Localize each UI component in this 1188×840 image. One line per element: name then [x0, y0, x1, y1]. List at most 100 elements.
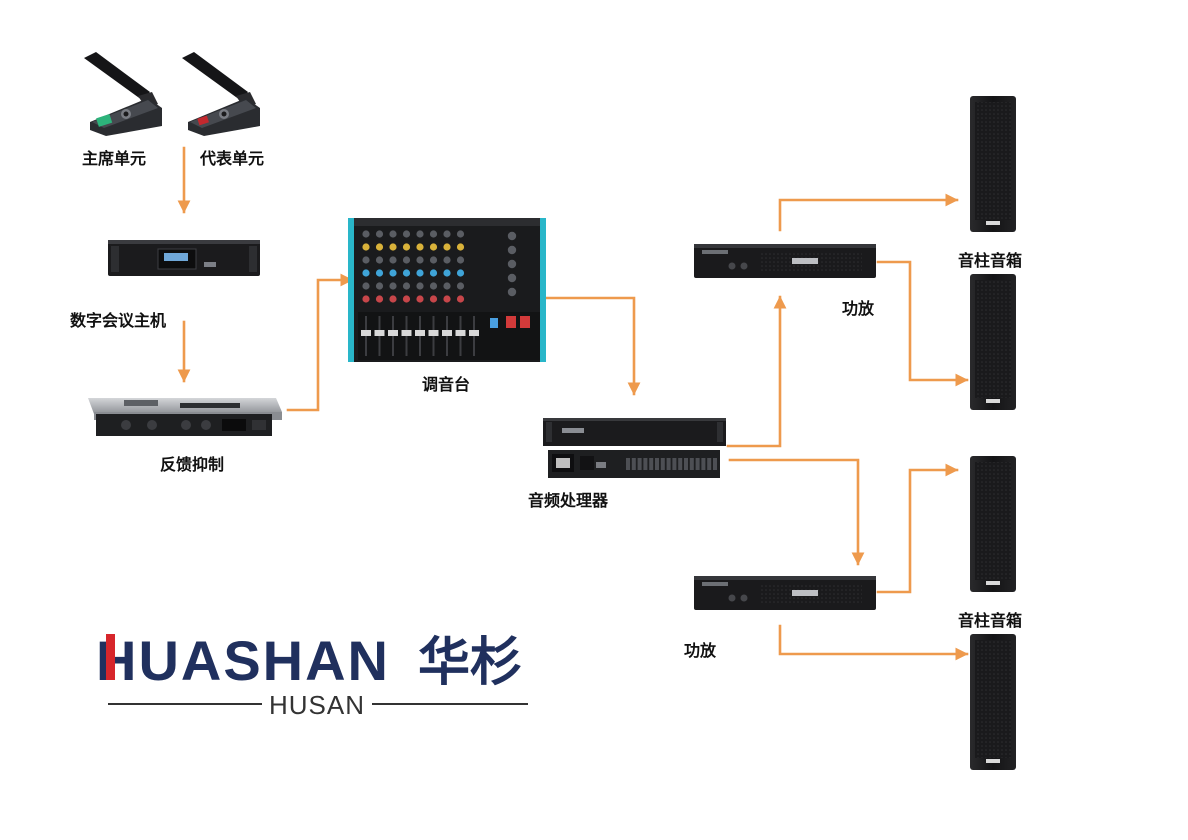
mixer-fader-cap	[455, 330, 466, 336]
label-audio-processor: 音频处理器	[528, 491, 609, 510]
label-delegate-unit: 代表单元	[199, 149, 264, 168]
mixer-knob	[429, 295, 438, 303]
wire-processor-to-amp-top	[726, 295, 787, 448]
mixer-knob	[375, 230, 384, 238]
mixer-fader-cap	[442, 330, 452, 336]
mixer-knob	[375, 243, 384, 251]
mixer-fader-cap	[415, 330, 425, 336]
mixer-knob	[456, 282, 465, 290]
processor-port	[660, 458, 665, 470]
mixer-master-knob	[507, 273, 517, 283]
mixer-knob	[402, 269, 411, 277]
processor-port	[649, 458, 654, 470]
label-chairman-unit: 主席单元	[82, 149, 146, 168]
huashan-logo: HUASHAN 华杉 HUSAN	[96, 629, 528, 720]
processor-port	[626, 458, 630, 470]
wire-amp-top-to-speaker-2	[876, 260, 969, 387]
feedback-suppressor-device	[88, 398, 282, 436]
mixer-knob	[416, 295, 424, 303]
mixer-master-knob	[507, 231, 517, 241]
processor-port	[707, 458, 712, 470]
processor-port	[695, 458, 700, 470]
mixer-knob	[375, 295, 384, 303]
mixer-knob	[416, 256, 424, 264]
label-speaker-top: 音柱音箱	[958, 251, 1022, 270]
mixer-knob	[362, 230, 370, 238]
mixer-knob	[443, 243, 451, 251]
mixer-knob	[429, 230, 438, 238]
mixer-knob	[429, 282, 438, 290]
mixer-master-knob	[507, 245, 517, 255]
logo-wordmark-cn: 华杉	[418, 633, 522, 693]
amplifier-top-device	[694, 244, 876, 278]
amplifier-bottom-device	[694, 576, 876, 610]
mixer-fader-cap	[374, 330, 385, 336]
mixer-knob	[362, 269, 370, 277]
processor-port	[637, 458, 642, 470]
label-amplifier-bottom: 功放	[684, 641, 717, 660]
processor-port	[684, 458, 688, 470]
column-speaker-2	[970, 274, 1016, 410]
mixer-knob	[429, 256, 438, 264]
mixer-fader-cap	[401, 330, 412, 336]
mixer-knob	[362, 282, 370, 290]
logo-accent-bar	[106, 634, 115, 680]
digital-conference-host-device	[108, 240, 260, 276]
wire-processor-to-amp-bottom	[728, 458, 865, 566]
mixer-knob	[443, 230, 451, 238]
mixer-knob	[389, 230, 397, 238]
processor-port	[678, 458, 683, 470]
mixer-knob	[375, 282, 384, 290]
mixer-device	[348, 218, 546, 362]
mixer-knob	[443, 269, 451, 277]
mixer-knob	[416, 282, 424, 290]
column-speaker-1	[970, 96, 1016, 232]
logo-subtitle: HUSAN	[269, 690, 365, 720]
mixer-fader-cap	[388, 330, 398, 336]
mixer-knob	[456, 230, 465, 238]
mixer-knob	[443, 295, 451, 303]
mixer-knob	[429, 243, 438, 251]
mixer-knob	[402, 230, 411, 238]
processor-port	[689, 458, 694, 470]
mixer-knob	[416, 269, 424, 277]
mixer-knob	[402, 282, 411, 290]
wire-amp-bottom-to-speaker-3	[876, 463, 959, 594]
mixer-fader-cap	[428, 330, 439, 336]
mixer-master-knob	[507, 259, 517, 269]
processor-port	[713, 458, 717, 470]
mixer-master-knob	[507, 287, 517, 297]
mixer-knob	[456, 256, 465, 264]
delegate-unit-device	[182, 52, 260, 136]
label-amplifier-top: 功放	[842, 299, 875, 318]
label-speaker-bottom: 音柱音箱	[958, 611, 1022, 630]
mixer-knob	[402, 256, 411, 264]
mixer-knob	[402, 295, 411, 303]
mixer-knob	[389, 269, 397, 277]
mixer-knob	[416, 230, 424, 238]
mixer-knob	[375, 256, 384, 264]
mixer-fader-cap	[361, 330, 371, 336]
wire-amp-top-to-speaker-1	[778, 193, 959, 232]
audio-processor-device	[543, 418, 726, 478]
mixer-knob	[443, 282, 451, 290]
mixer-knob	[456, 243, 465, 251]
processor-port	[666, 458, 671, 470]
column-speaker-4	[970, 634, 1016, 770]
wire-amp-bottom-to-speaker-4	[778, 624, 969, 661]
processor-port	[643, 458, 648, 470]
connection-wires	[177, 146, 969, 661]
mixer-knob	[456, 295, 465, 303]
mixer-knob	[389, 243, 397, 251]
wire-mixer-to-processor	[543, 296, 641, 396]
label-mixer: 调音台	[422, 375, 470, 394]
mixer-knob	[429, 269, 438, 277]
column-speaker-3	[970, 456, 1016, 592]
mixer-knob-grid	[362, 230, 517, 303]
mixer-fader-cap	[469, 330, 479, 336]
chairman-unit-device	[84, 52, 162, 136]
mixer-fader-bank	[361, 316, 479, 356]
processor-port	[701, 458, 706, 470]
